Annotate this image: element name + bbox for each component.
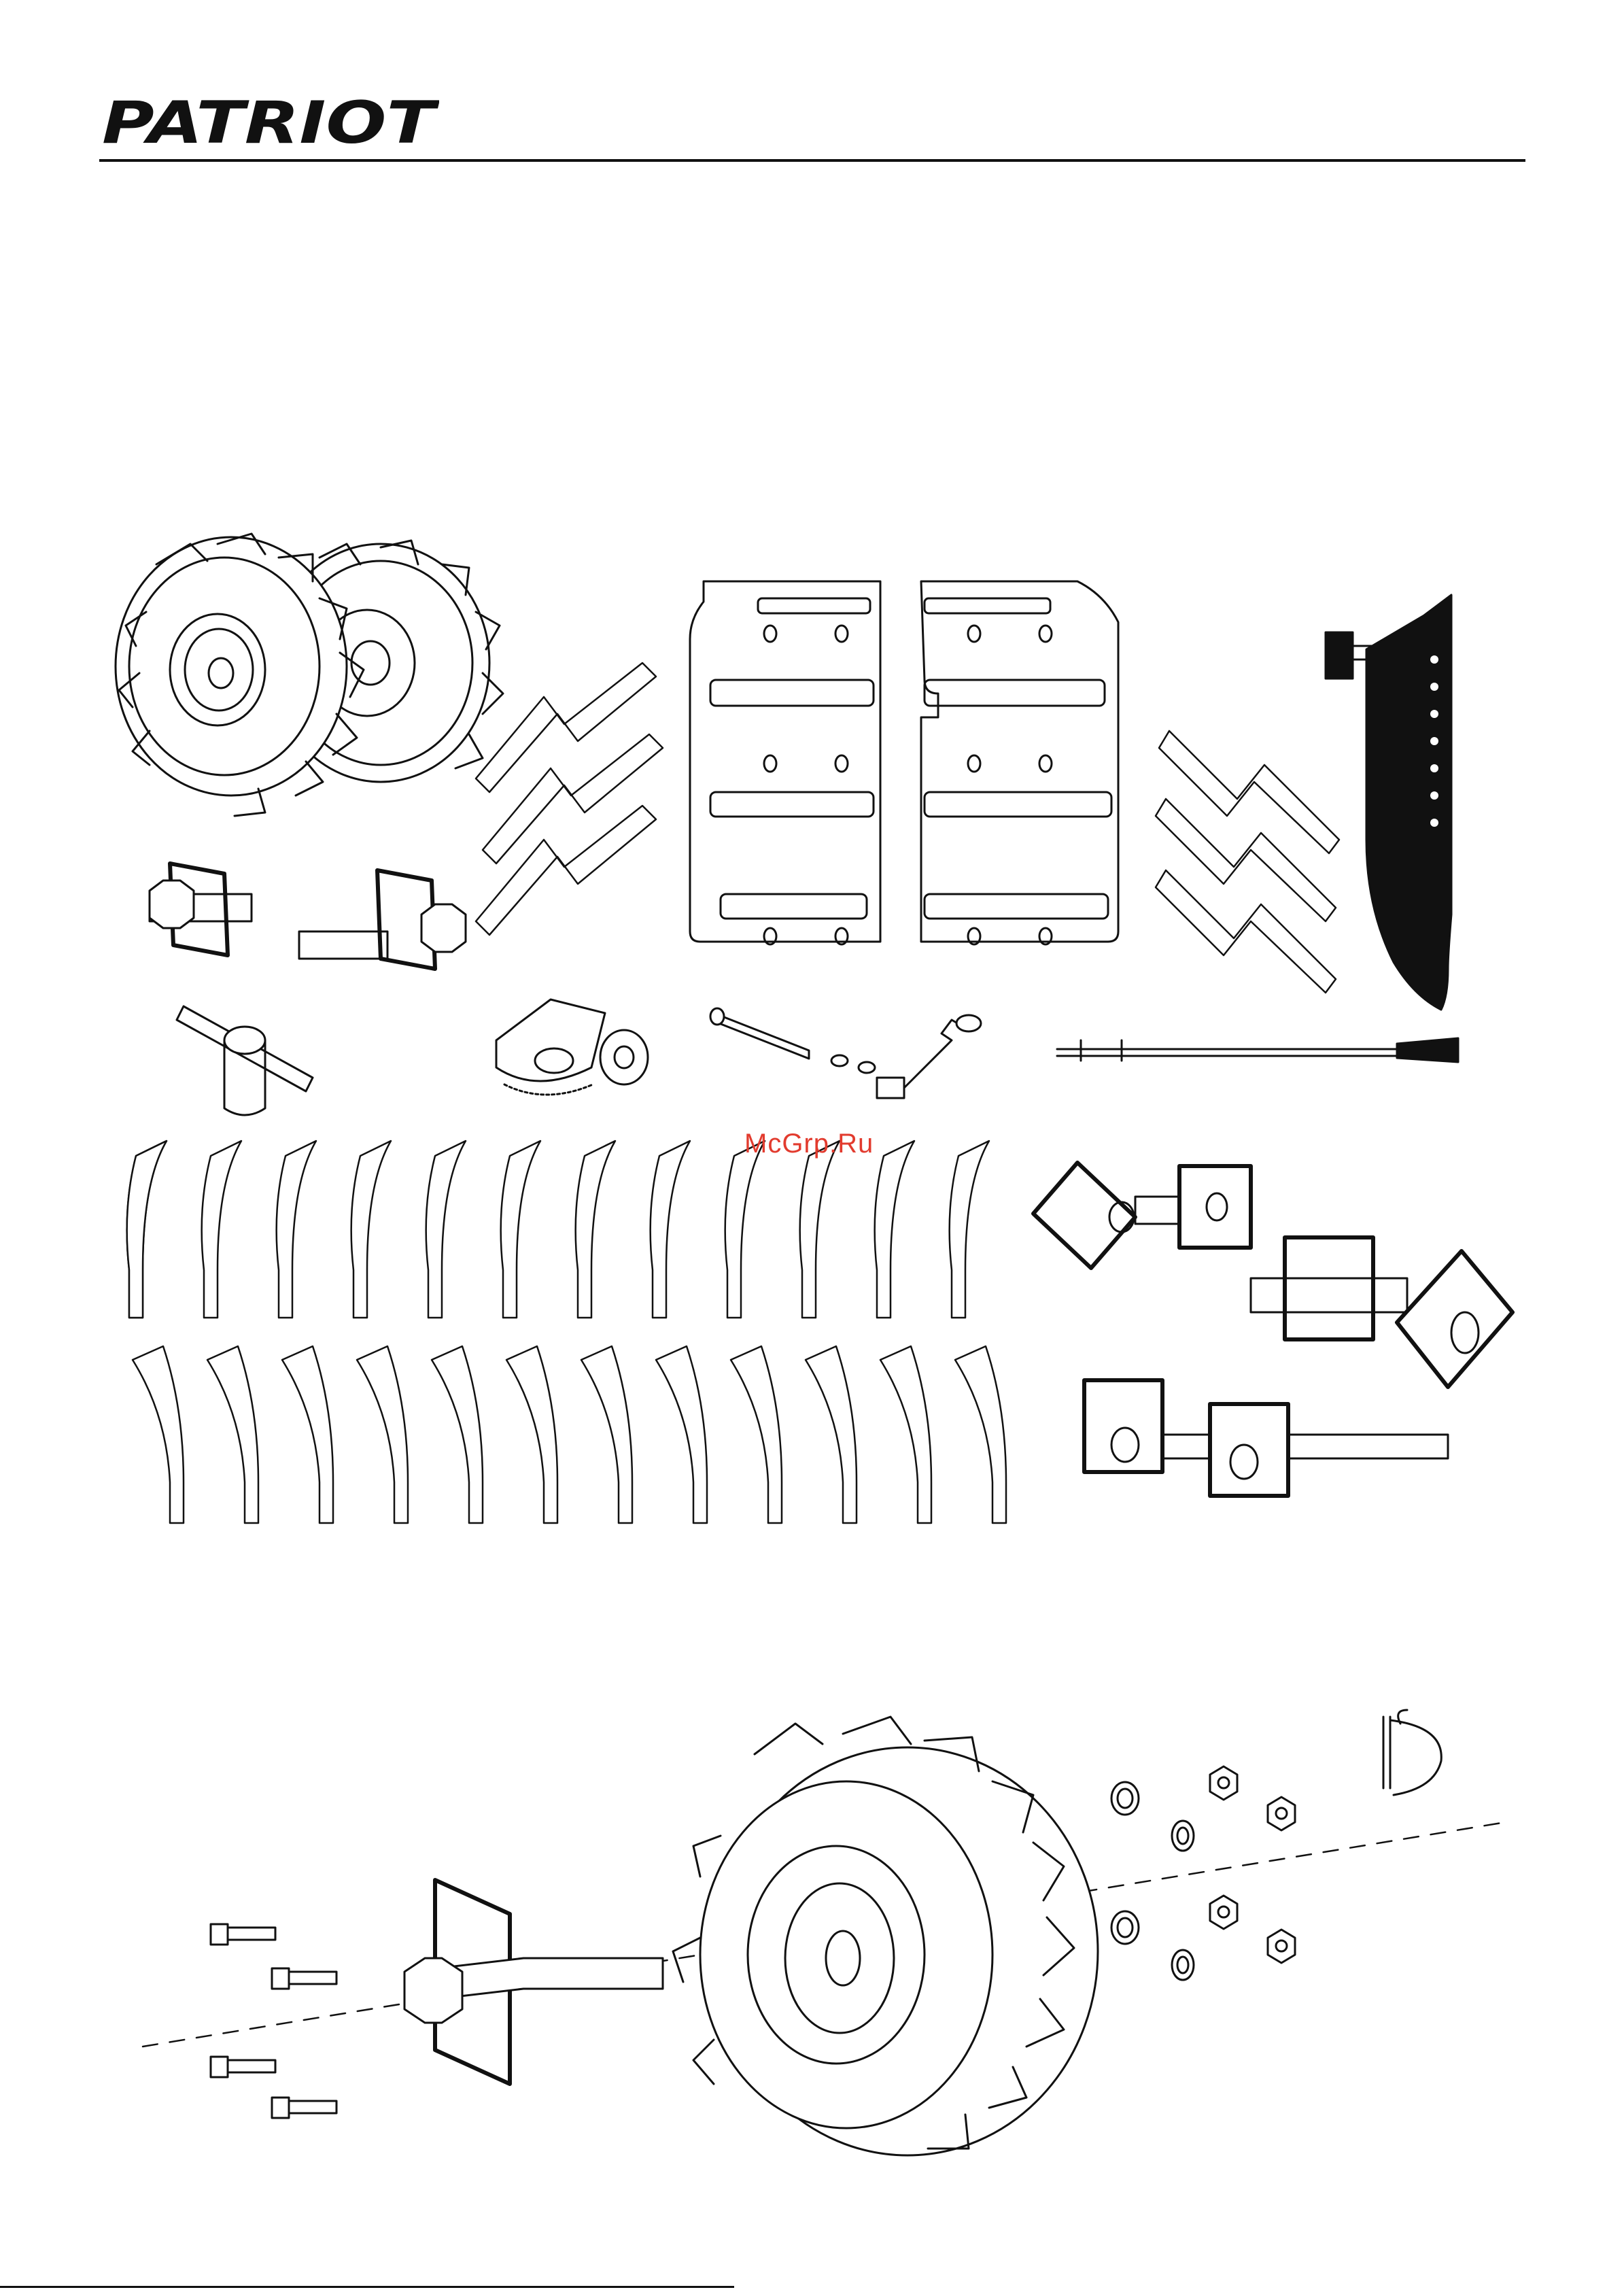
wheel-pair-icon xyxy=(116,534,503,816)
z-bracket-set-left-icon xyxy=(476,663,663,935)
t-wrench-icon xyxy=(177,1006,313,1115)
hex-axle-pair-icon xyxy=(150,863,466,969)
blade-row-top xyxy=(127,1141,989,1318)
hiller-blade-icon xyxy=(1326,595,1451,1010)
footer-rule xyxy=(0,2286,734,2288)
flange-shafts-icon xyxy=(1033,1163,1513,1496)
wheel-assembly-icon xyxy=(143,1710,1506,2155)
watermark-text: McGrp.Ru xyxy=(744,1129,874,1159)
gear-unit-icon xyxy=(496,999,648,1095)
fender-plates-icon xyxy=(690,581,1118,944)
handle-bar-icon xyxy=(1057,1038,1458,1062)
z-bracket-set-right-icon xyxy=(1156,731,1339,993)
bolt-washers-crank-icon xyxy=(710,1008,981,1098)
blade-row-bottom xyxy=(133,1346,1006,1523)
